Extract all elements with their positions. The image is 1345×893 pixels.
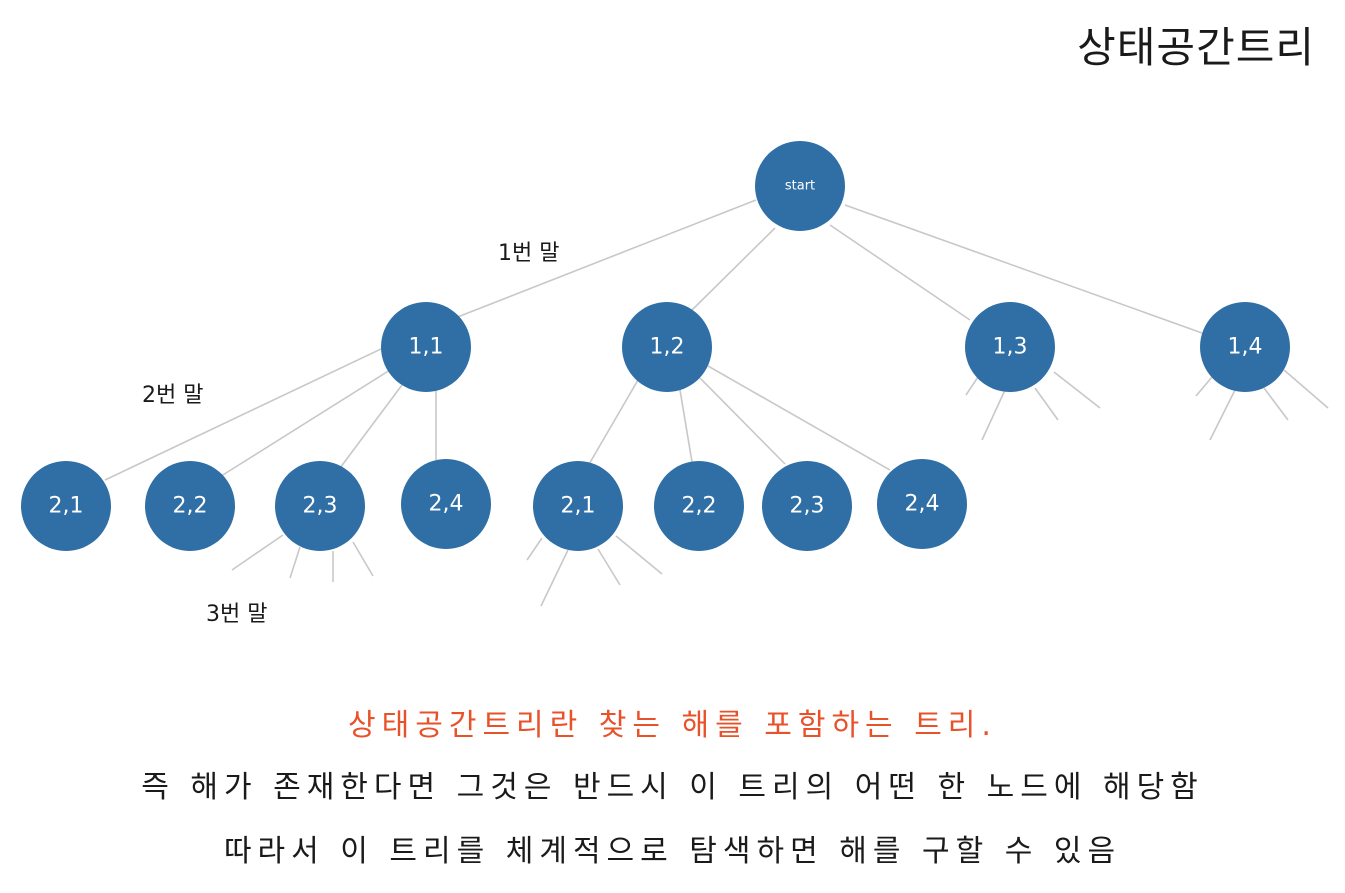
edge-stub-2-1b-d [615,535,663,575]
node-2-2-a: 2,2 [145,461,235,551]
caption-line-3: 따라서 이 트리를 체계적으로 탐색하면 해를 구할 수 있음 [223,834,1122,869]
node-2-4-a: 2,4 [401,459,491,549]
node-2-2-b: 2,2 [654,461,744,551]
edge-start-1-1 [454,199,757,319]
node-2-3-b-label: 2,3 [790,494,825,519]
node-2-4-b: 2,4 [877,459,967,549]
node-2-2-a-label: 2,2 [173,494,208,519]
edge-start-1-3 [829,224,971,321]
slide-title: 상태공간트리 [1077,23,1315,72]
node-1-4-label: 1,4 [1228,335,1263,360]
edge-1-1-2-2 [217,369,391,479]
edge-1-2-2-3 [699,377,786,465]
caption-highlight: 상태공간트리란 찾는 해를 포함하는 트리. [348,708,997,743]
edge-stub-2-1b-a [526,537,543,561]
node-2-4-a-label: 2,4 [429,492,464,517]
piece-label-3: 3번 말 [206,602,267,627]
edge-stub-2-1b-b [540,549,569,607]
node-2-4-b-label: 2,4 [905,492,940,517]
node-2-1-b: 2,1 [533,461,623,551]
node-2-1-a: 2,1 [21,461,111,551]
edge-stub-1-3-c [1034,387,1059,421]
node-1-3: 1,3 [965,302,1055,392]
edge-stub-1-3-b [981,389,1006,441]
node-2-1-a-label: 2,1 [49,494,84,519]
edge-1-2-2-2 [679,389,693,463]
edge-stub-2-3-a [231,534,284,571]
edge-1-1-2-3 [339,384,403,469]
edge-1-2-2-4 [707,365,891,471]
node-1-4: 1,4 [1200,302,1290,392]
node-2-3-a-label: 2,3 [303,494,338,519]
node-start: start [755,141,845,231]
state-space-tree-diagram: start 1,1 1,2 1,3 1,4 2,1 2,2 2,3 2,4 2,… [21,141,1329,627]
node-1-1-label: 1,1 [409,335,444,360]
node-1-2: 1,2 [622,302,712,392]
edge-start-1-2 [689,227,776,313]
node-2-3-b: 2,3 [762,461,852,551]
piece-label-1: 1번 말 [498,241,559,266]
node-1-3-label: 1,3 [993,335,1028,360]
edge-stub-2-3-d [352,541,374,577]
edge-stub-1-4-c [1263,387,1289,421]
piece-label-2: 2번 말 [142,383,203,408]
node-2-2-b-label: 2,2 [682,494,717,519]
tree-edges [104,199,1329,607]
node-1-2-label: 1,2 [650,335,685,360]
node-2-3-a: 2,3 [275,461,365,551]
edge-stub-1-3-d [1053,371,1101,409]
node-2-1-b-label: 2,1 [561,494,596,519]
edge-stub-1-3-a [965,376,979,396]
edge-1-2-2-1 [587,379,639,467]
caption-line-2: 즉 해가 존재한다면 그것은 반드시 이 트리의 어떤 한 노드에 해당함 [141,770,1204,805]
edge-stub-1-4-a [1195,376,1213,397]
edge-1-1-2-1 [104,347,384,481]
edge-stub-1-4-d [1283,369,1329,409]
edge-start-1-4 [844,204,1203,334]
node-start-label: start [785,179,815,194]
node-1-1: 1,1 [381,302,471,392]
edge-stub-1-4-b [1209,389,1236,441]
edge-stub-2-1b-c [597,548,621,586]
edge-stub-2-3-b [289,546,301,579]
